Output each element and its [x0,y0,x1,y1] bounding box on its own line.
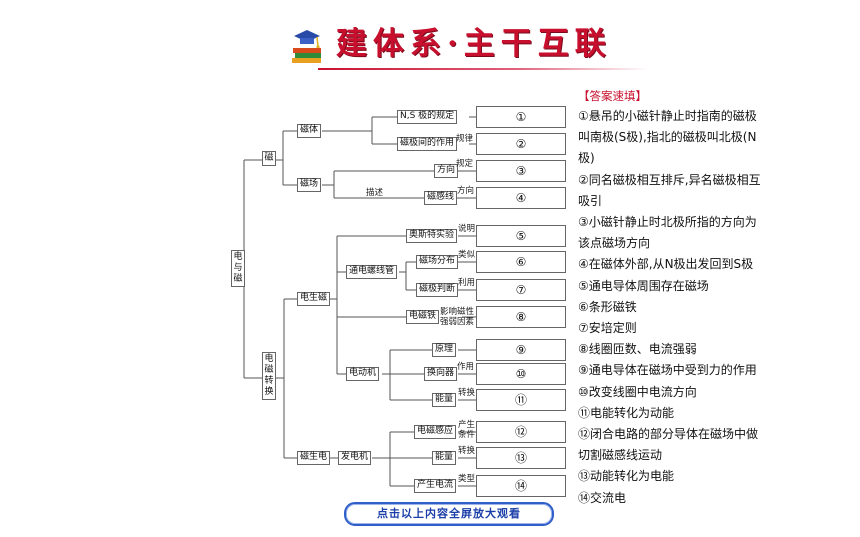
node-motor-energy: 能量 [432,393,457,407]
blank-2: ② [476,133,566,155]
blank-14: ⑭ [476,475,566,497]
edge-type: 类型 [458,474,476,484]
answer-line: ⑫闭合电路的部分导体在磁场中做 [578,427,759,442]
node-gen-energy: 能量 [432,451,457,465]
blank-1: ① [476,106,566,128]
blank-4: ④ [476,187,566,209]
edge-similar: 类似 [458,250,476,260]
edge-motor-convert: 转换 [458,388,476,398]
answer-line: ⑦安培定则 [578,321,637,336]
node-electromagnet: 电磁铁 [406,310,440,324]
answer-line: 切割磁感线运动 [578,448,663,463]
root-node: 电与磁 [231,250,245,287]
node-ns-rule: N,S 极的规定 [397,110,458,124]
answer-line: 叫南极(S极),指北的磁极叫北极(N [578,130,757,145]
page-title: 建体系·主干互联 [336,26,612,62]
node-commutator: 换向器 [424,367,458,381]
node-em-conversion: 电磁转换 [262,352,276,400]
blank-6: ⑥ [476,251,566,273]
graduation-book-icon [290,26,324,66]
node-generator: 发电机 [338,451,372,465]
node-solenoid: 通电螺线管 [346,265,398,279]
node-principle: 原理 [432,343,457,357]
answer-line: ⑥条形磁铁 [578,299,637,314]
answer-line: ④在磁体外部,从N极出发回到S极 [578,257,754,272]
answer-header: 【答案速填】 [578,89,647,103]
title-underline [318,68,648,70]
blank-10: ⑩ [476,363,566,385]
node-field-distribution: 磁场分布 [416,255,459,269]
fullscreen-view-button[interactable]: 点击以上内容全屏放大观看 [344,502,554,526]
node-gen-current: 产生电流 [414,479,457,493]
answer-line: ⑤通电导体周围存在磁场 [578,278,709,293]
blank-3: ③ [476,160,566,182]
answer-line: 吸引 [578,193,603,208]
answer-line: ⑨通电导体在磁场中受到力的作用 [578,363,757,378]
node-electricity-to-magnet: 电生磁 [297,292,331,306]
answer-line: ③小磁针静止时北极所指的方向为 [578,215,757,230]
blank-7: ⑦ [476,279,566,301]
edge-line-direction: 方向 [457,186,475,196]
edge-law: 规律 [456,134,474,144]
node-direction: 方向 [434,164,459,178]
blank-11: ⑪ [476,389,566,411]
node-motor: 电动机 [346,367,380,381]
edge-gen-convert: 转换 [458,446,476,456]
node-pole-judgement: 磁极判断 [416,283,459,297]
answer-line: ①悬吊的小磁针静止时指南的磁极 [578,109,757,123]
node-magnetism: 磁 [262,151,276,166]
answer-line: ⑪电能转化为动能 [578,405,675,420]
edge-strength-factors: 影响磁性强弱因素 [440,307,475,327]
node-magnet-to-electricity: 磁生电 [297,451,331,465]
answer-line: ⑧线圈匝数、电流强弱 [578,342,697,357]
node-magnet: 磁体 [297,124,322,138]
answer-line: 该点磁场方向 [578,236,651,251]
answer-line: ⑬动能转化为电能 [578,469,675,484]
answer-line: ⑩改变线圈中电流方向 [578,384,697,399]
blank-13: ⑬ [476,447,566,469]
blank-12: ⑫ [476,421,566,443]
node-oersted: 奥斯特实验 [406,229,458,243]
node-field-lines: 磁感线 [424,191,458,205]
answer-line: 极) [578,151,595,166]
answer-line: ⑭交流电 [578,490,627,505]
blank-9: ⑨ [476,339,566,361]
edge-conditions: 产生条件 [458,420,476,440]
edge-define: 规定 [456,159,474,169]
edge-use: 利用 [458,278,476,288]
blank-5: ⑤ [476,225,566,247]
edge-shows: 说明 [458,224,476,234]
answer-panel: 【答案速填】 ①悬吊的小磁针静止时指南的磁极 叫南极(S极),指北的磁极叫北极(… [578,88,814,509]
node-induction: 电磁感应 [414,425,457,439]
node-field: 磁场 [297,178,322,192]
blank-8: ⑧ [476,306,566,328]
edge-describe: 描述 [366,188,384,198]
edge-function: 作用 [457,362,475,372]
node-pole-interaction: 磁极间的作用 [397,137,458,151]
answer-line: ②同名磁极相互排斥,异名磁极相互 [578,172,761,187]
